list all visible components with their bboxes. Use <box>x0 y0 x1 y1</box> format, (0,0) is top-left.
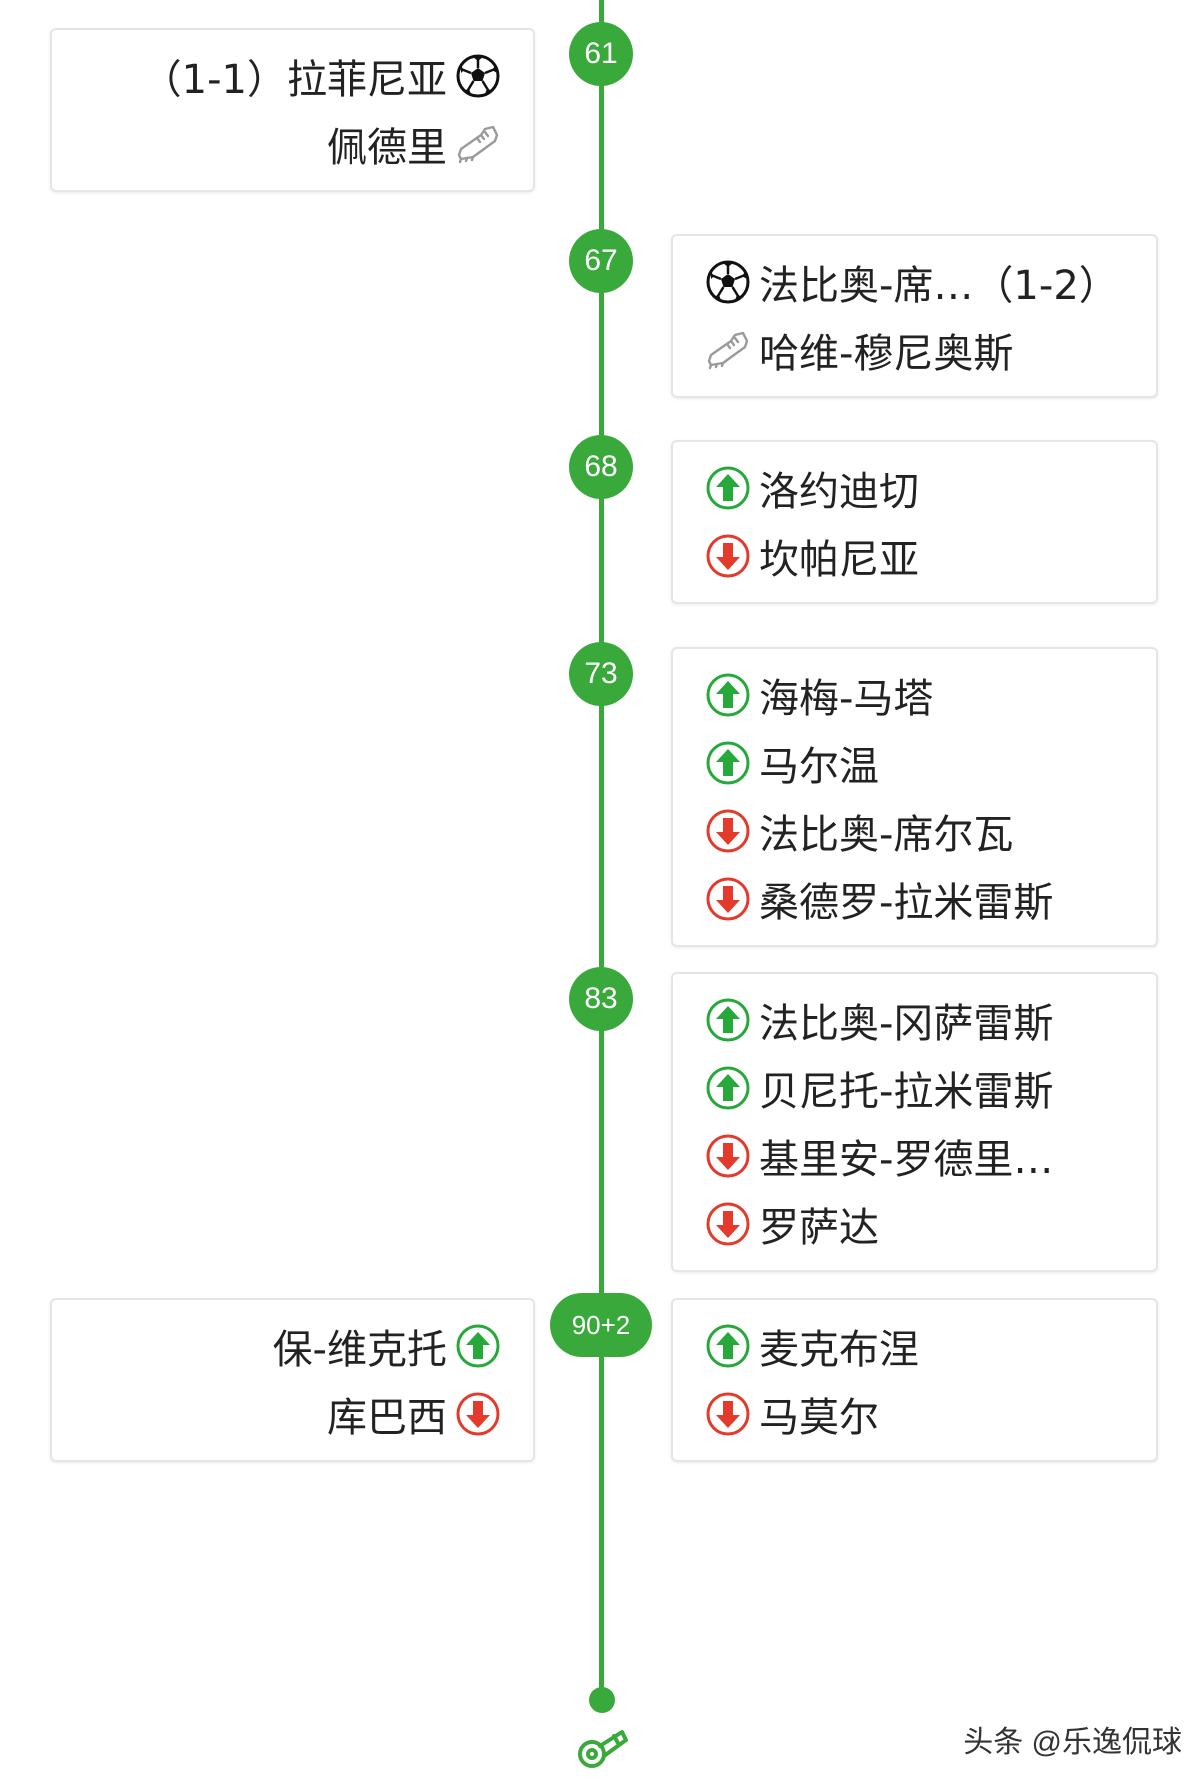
whistle-icon <box>578 1730 628 1768</box>
player-name: （1-1）拉菲尼亚 <box>141 57 447 103</box>
sub-in-icon <box>705 465 751 511</box>
event-row: 海梅-马塔 <box>673 661 1156 729</box>
player-name: 马莫尔 <box>759 1395 879 1441</box>
player-name: 法比奥-席…（1-2） <box>759 263 1119 309</box>
event-row: 贝尼托-拉米雷斯 <box>673 1054 1156 1122</box>
timeline-end-dot <box>589 1687 615 1713</box>
player-name: 坎帕尼亚 <box>759 537 919 583</box>
player-name: 罗萨达 <box>759 1205 879 1251</box>
event-row: 罗萨达 <box>673 1190 1156 1258</box>
event-row: 桑德罗-拉米雷斯 <box>673 865 1156 933</box>
player-name: 保-维克托 <box>272 1327 447 1373</box>
minute-badge: 67 <box>569 229 633 293</box>
minute-badge: 61 <box>569 22 633 86</box>
boot-icon <box>705 327 751 373</box>
event-card-right: 法比奥-席…（1-2） 哈维-穆尼奥斯 <box>671 234 1158 398</box>
event-row: 哈维-穆尼奥斯 <box>673 316 1156 384</box>
player-name: 基里安-罗德里… <box>759 1137 1054 1183</box>
timeline-axis <box>599 0 604 1700</box>
sub-in-icon <box>705 997 751 1043</box>
player-name: 桑德罗-拉米雷斯 <box>759 880 1054 926</box>
event-row: 洛约迪切 <box>673 454 1156 522</box>
event-row: 法比奥-冈萨雷斯 <box>673 986 1156 1054</box>
player-name: 洛约迪切 <box>759 469 919 515</box>
sub-out-icon <box>705 1391 751 1437</box>
sub-out-icon <box>705 1133 751 1179</box>
player-name: 贝尼托-拉米雷斯 <box>759 1069 1054 1115</box>
player-name: 哈维-穆尼奥斯 <box>759 331 1014 377</box>
event-card-right: 洛约迪切坎帕尼亚 <box>671 440 1158 604</box>
player-name: 库巴西 <box>327 1395 447 1441</box>
event-row: 基里安-罗德里… <box>673 1122 1156 1190</box>
sub-in-icon <box>705 740 751 786</box>
sub-out-icon <box>705 533 751 579</box>
minute-badge: 73 <box>569 642 633 706</box>
player-name: 佩德里 <box>327 125 447 171</box>
event-card-right: 麦克布涅马莫尔 <box>671 1298 1158 1462</box>
player-name: 法比奥-冈萨雷斯 <box>759 1001 1054 1047</box>
event-row: 法比奥-席…（1-2） <box>673 248 1156 316</box>
sub-in-icon <box>705 1065 751 1111</box>
player-name: 麦克布涅 <box>759 1327 919 1373</box>
minute-badge: 90+2 <box>550 1293 652 1357</box>
event-row: 保-维克托 <box>52 1312 533 1380</box>
event-row: 坎帕尼亚 <box>673 522 1156 590</box>
player-name: 马尔温 <box>759 744 879 790</box>
sub-out-icon <box>705 876 751 922</box>
player-name: 海梅-马塔 <box>759 676 934 722</box>
event-card-left: （1-1）拉菲尼亚佩德里 <box>50 28 535 192</box>
event-row: 库巴西 <box>52 1380 533 1448</box>
player-name: 法比奥-席尔瓦 <box>759 812 1014 858</box>
soccer-ball-icon <box>455 53 501 99</box>
sub-out-icon <box>705 1201 751 1247</box>
sub-out-icon <box>455 1391 501 1437</box>
event-row: 马莫尔 <box>673 1380 1156 1448</box>
boot-icon <box>455 121 501 167</box>
event-card-right: 海梅-马塔马尔温法比奥-席尔瓦桑德罗-拉米雷斯 <box>671 647 1158 947</box>
event-row: 佩德里 <box>52 110 533 178</box>
sub-in-icon <box>455 1323 501 1369</box>
event-row: 马尔温 <box>673 729 1156 797</box>
event-row: 麦克布涅 <box>673 1312 1156 1380</box>
sub-out-icon <box>705 808 751 854</box>
event-row: 法比奥-席尔瓦 <box>673 797 1156 865</box>
event-row: （1-1）拉菲尼亚 <box>52 42 533 110</box>
sub-in-icon <box>705 672 751 718</box>
event-card-right: 法比奥-冈萨雷斯贝尼托-拉米雷斯基里安-罗德里… 罗萨达 <box>671 972 1158 1272</box>
minute-badge: 83 <box>569 967 633 1031</box>
event-card-left: 保-维克托库巴西 <box>50 1298 535 1462</box>
watermark: 头条 @乐逸侃球 <box>963 1726 1182 1759</box>
sub-in-icon <box>705 1323 751 1369</box>
minute-badge: 68 <box>569 435 633 499</box>
soccer-ball-icon <box>705 259 751 305</box>
